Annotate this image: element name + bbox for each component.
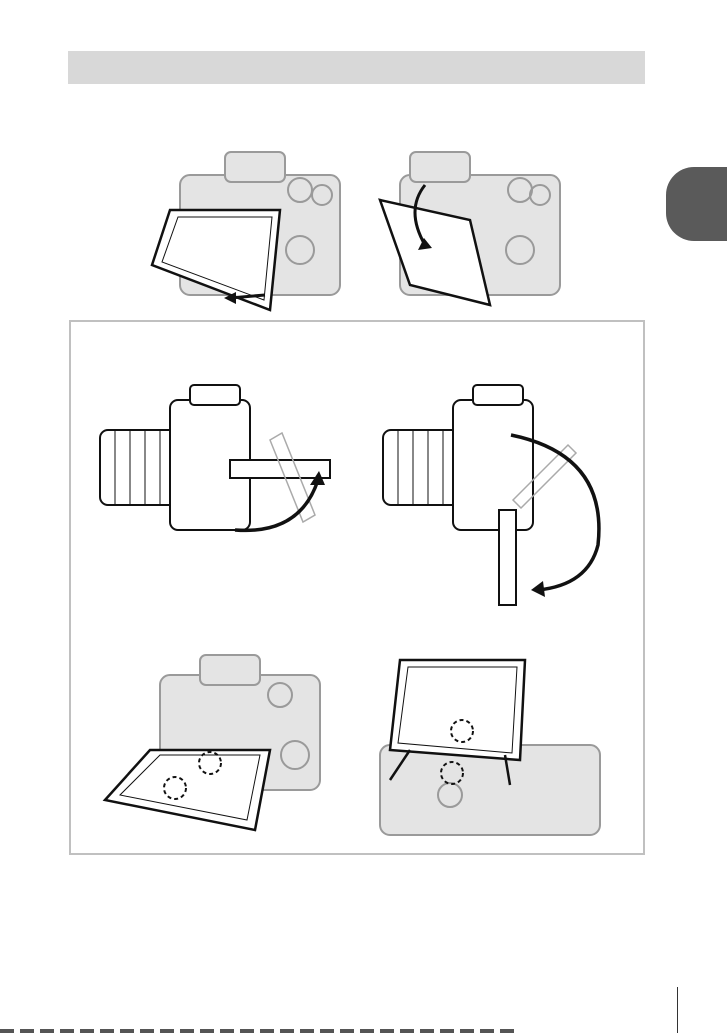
monitor-flip-down-illustration [370, 150, 570, 310]
side-view-tilt-up-illustration [100, 385, 340, 535]
footer-cut-text-line [0, 1029, 520, 1033]
chapter-tab [666, 167, 727, 241]
section-header-bar [68, 51, 645, 84]
monitor-hinge-rear-view-illustration [380, 655, 605, 840]
side-view-tilt-down-illustration [383, 385, 623, 610]
monitor-hinge-front-view-illustration [105, 655, 330, 830]
page-number-rule [677, 987, 678, 1033]
monitor-tilt-down-illustration [150, 150, 360, 310]
